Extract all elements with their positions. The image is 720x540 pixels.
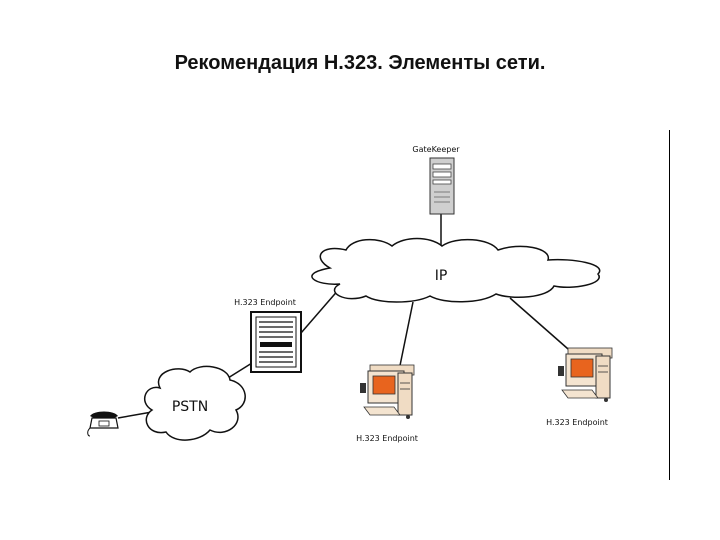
endpoint-pc-right-label: H.323 Endpoint [546, 418, 608, 427]
gatekeeper-server-icon [429, 157, 455, 215]
ip-cloud-label: IP [435, 268, 448, 284]
link-ip-server [300, 287, 341, 334]
pc-endpoint-icon [360, 364, 415, 419]
telephone-icon [87, 411, 119, 437]
pstn-cloud-label: PSTN [172, 399, 208, 415]
endpoint-server-label: H.323 Endpoint [234, 298, 296, 307]
terminal-server-icon [250, 311, 302, 373]
slide-title: Рекомендация Н.323. Элементы сети. [174, 52, 546, 74]
link-server-pstn [227, 362, 253, 379]
endpoint-pc-center-label: H.323 Endpoint [356, 434, 418, 443]
pstn-cloud [143, 365, 246, 441]
gatekeeper-label: GateKeeper [412, 145, 460, 154]
slide-divider-line [669, 130, 670, 480]
link-phone-pstn [117, 411, 153, 419]
pc-endpoint-icon [558, 347, 613, 402]
ip-cloud [311, 237, 601, 303]
